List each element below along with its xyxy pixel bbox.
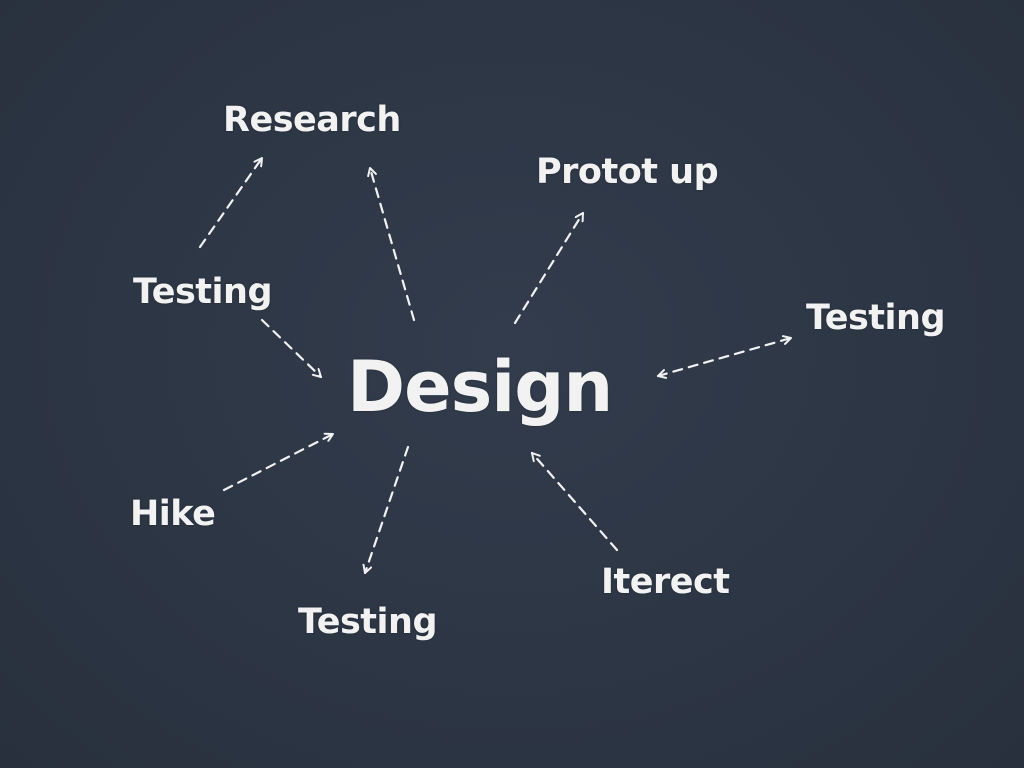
node-iterect: Iterect [601,562,730,602]
arrow-iterect-to-design [530,451,619,552]
arrow-hike-to-design [222,434,335,492]
node-prototype: Protot up [536,152,719,192]
arrow-testing-to-research [198,156,264,249]
arrow-design-to-prototype [513,211,585,325]
arrow-design-to-research [370,166,416,322]
arrow-design-testing-right [656,338,793,376]
node-testing-bottom: Testing [298,602,438,642]
arrow-testing-to-design [260,318,323,379]
node-research: Research [223,100,401,140]
arrow-design-to-testing-bottom [365,445,410,575]
node-hike: Hike [130,494,216,534]
node-testing-left: Testing [133,272,273,312]
center-node-design: Design [347,346,613,428]
node-testing-right: Testing [806,298,946,338]
